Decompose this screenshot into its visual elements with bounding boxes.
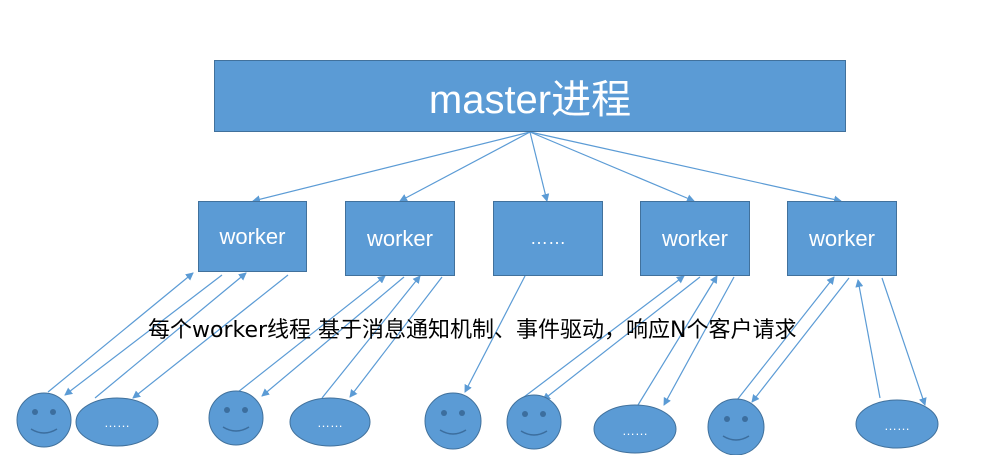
worker-label: …… [530,228,566,248]
client-ellipsis-label: …… [622,423,648,438]
worker-box-4: worker [640,201,750,276]
master-process-box: master进程 [214,60,846,132]
arrow-master-worker-5 [529,131,842,204]
client-ellipsis-shape [75,397,159,447]
arrow-master-worker-2 [399,131,531,202]
worker-box-5: worker [787,201,897,276]
worker-label: worker [366,225,433,251]
client-ellipsis-shape [855,399,939,449]
clients-group [16,390,939,455]
arrow-worker-client [881,277,927,406]
client-ellipsis-label: …… [884,418,910,433]
arrow-worker-client [542,276,701,401]
arrow-worker-client [261,276,405,397]
client-ellipsis-label: …… [104,415,130,430]
arrow-client-worker [237,275,386,393]
worker-label: worker [808,225,875,251]
client-ellipsis-shape [289,397,371,447]
worker-box-placeholder: …… [493,201,603,276]
master-label: master进程 [428,78,632,122]
client-smiley-icon [424,392,482,450]
arrow-worker-client [64,274,223,396]
client-ellipsis-shape [593,404,677,454]
arrow-worker-client [464,275,526,393]
worker-label: worker [661,225,728,251]
worker-box-1: worker [198,201,307,272]
arrow-client-worker [637,275,718,406]
arrow-master-worker-4 [529,131,695,202]
arrow-client-worker [855,279,881,399]
worker-label: worker [219,223,286,249]
arrow-client-worker [47,272,194,393]
arrow-worker-client [132,274,289,399]
arrow-client-worker [519,275,685,401]
client-ellipsis-label: …… [317,415,343,430]
client-smiley-icon [506,394,562,450]
arrow-master-worker-1 [252,131,531,204]
arrow-worker-client [349,276,443,398]
arrow-client-worker [321,275,421,399]
arrow-worker-client [663,276,735,406]
arrow-master-worker-3 [529,131,550,202]
diagram-caption: 每个worker线程 基于消息通知机制、事件驱动，响应N个客户请求 [148,318,797,343]
client-smiley-icon [16,392,72,448]
arrow-client-worker [94,272,247,399]
client-smiley-icon [208,390,264,446]
worker-box-2: worker [345,201,455,276]
arrow-worker-client [751,277,850,403]
client-smiley-icon [707,398,765,455]
arrow-client-worker [736,276,835,401]
